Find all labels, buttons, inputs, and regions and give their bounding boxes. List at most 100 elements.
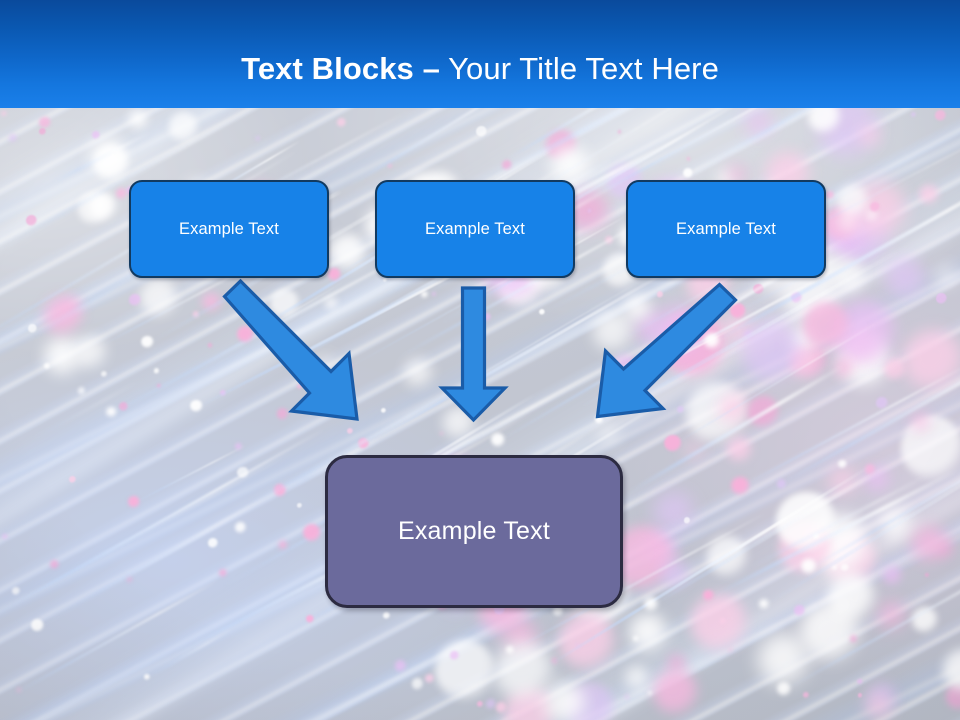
fiber-tip	[306, 614, 315, 623]
bokeh-dot	[39, 128, 46, 136]
bokeh-dot	[551, 145, 590, 185]
bokeh-dot	[834, 358, 854, 378]
page-title-regular: Your Title Text Here	[439, 51, 719, 86]
bokeh-dot	[838, 460, 847, 469]
bokeh-dot	[486, 699, 496, 710]
bokeh-dot	[2, 533, 8, 540]
bokeh-dot	[587, 209, 592, 213]
bokeh-dot	[77, 387, 86, 395]
page-title-bold: Text Blocks –	[241, 51, 440, 86]
bokeh-dot	[28, 324, 37, 333]
bokeh-dot	[813, 532, 820, 539]
bokeh-dot	[440, 432, 444, 436]
bokeh-dot	[654, 670, 699, 715]
bokeh-dot	[432, 292, 437, 297]
bokeh-dot	[624, 665, 650, 690]
text-block-2[interactable]: Example Text	[375, 180, 575, 278]
fiber-tip	[106, 406, 117, 418]
fiber-tip	[236, 326, 254, 344]
bokeh-dot	[192, 310, 200, 318]
bokeh-dot	[624, 295, 652, 323]
bokeh-dot	[101, 370, 108, 377]
fiber-tip	[594, 414, 604, 424]
fiber-tip	[278, 540, 288, 550]
text-block-3-label: Example Text	[676, 219, 776, 238]
bokeh-dot	[867, 210, 878, 221]
bokeh-dot	[73, 336, 107, 369]
bokeh-dot	[727, 166, 746, 185]
bokeh-dot	[849, 635, 858, 643]
bokeh-dot	[116, 187, 128, 199]
text-block-1[interactable]: Example Text	[129, 180, 329, 278]
bokeh-dot	[502, 159, 513, 170]
bokeh-dot	[404, 359, 433, 388]
result-block-label: Example Text	[397, 517, 550, 545]
bokeh-dot	[911, 111, 917, 117]
bokeh-dot	[11, 587, 20, 596]
slide-header-bar: Text Blocks – Your Title Text Here	[0, 0, 960, 108]
bokeh-dot	[126, 577, 132, 583]
bokeh-dot	[869, 202, 880, 213]
fiber-tip	[505, 645, 514, 654]
bokeh-dot	[633, 635, 639, 642]
bokeh-dot	[924, 572, 929, 577]
bokeh-dot	[44, 362, 51, 369]
bokeh-dot	[91, 130, 101, 140]
bokeh-dot	[382, 611, 391, 620]
bokeh-dot	[802, 302, 851, 350]
bokeh-dot	[325, 297, 338, 311]
bokeh-dot	[742, 320, 804, 383]
fiber-tip	[801, 558, 817, 575]
text-block-3[interactable]: Example Text	[626, 180, 826, 278]
bokeh-dot	[139, 278, 178, 318]
fiber-tip	[776, 682, 791, 696]
bokeh-dot	[450, 651, 459, 660]
fiber-tip	[644, 597, 659, 612]
bokeh-dot	[434, 640, 497, 702]
fiber-tip	[703, 590, 715, 601]
bokeh-dot	[826, 190, 835, 199]
bokeh-dot	[129, 294, 142, 307]
bokeh-dot	[718, 394, 749, 425]
bokeh-dot	[68, 475, 77, 484]
bokeh-dot	[493, 603, 506, 616]
fiber-tip	[730, 302, 746, 319]
bokeh-dot	[336, 117, 346, 128]
bokeh-dot	[545, 682, 588, 720]
bokeh-dot	[625, 695, 630, 700]
bokeh-dot	[493, 641, 555, 702]
fiber-tip	[31, 619, 44, 632]
bokeh-dot	[857, 678, 863, 684]
fiber-tip	[128, 495, 140, 508]
arrow-right-diagonal	[595, 282, 738, 419]
bokeh-dot	[648, 691, 653, 695]
bokeh-dot	[884, 358, 907, 381]
bokeh-dot	[129, 110, 149, 130]
bokeh-dot	[9, 133, 17, 142]
result-block[interactable]: Example Text	[325, 455, 623, 608]
bokeh-dot	[394, 660, 407, 673]
bokeh-dot	[483, 313, 491, 322]
bokeh-dot	[911, 526, 948, 562]
bokeh-dot	[207, 343, 213, 348]
bokeh-dot	[936, 266, 956, 286]
bokeh-dot	[202, 292, 221, 312]
bokeh-dot	[776, 491, 837, 553]
fiber-tip	[328, 268, 341, 281]
fiber-tip	[758, 598, 769, 609]
arrow-left-diagonal	[222, 278, 359, 421]
arrow-middle-vertical	[438, 286, 509, 423]
bokeh-dot	[831, 564, 837, 570]
bokeh-dot	[153, 368, 160, 374]
bokeh-dot	[676, 405, 685, 414]
bokeh-dot	[39, 116, 51, 129]
bokeh-dot	[794, 605, 805, 616]
fiber-tip	[663, 434, 682, 453]
bokeh-dot	[935, 109, 946, 121]
fiber-tip	[491, 432, 506, 448]
fiber-tip	[144, 674, 150, 680]
bokeh-dot	[388, 163, 393, 168]
bokeh-dot	[50, 560, 60, 569]
